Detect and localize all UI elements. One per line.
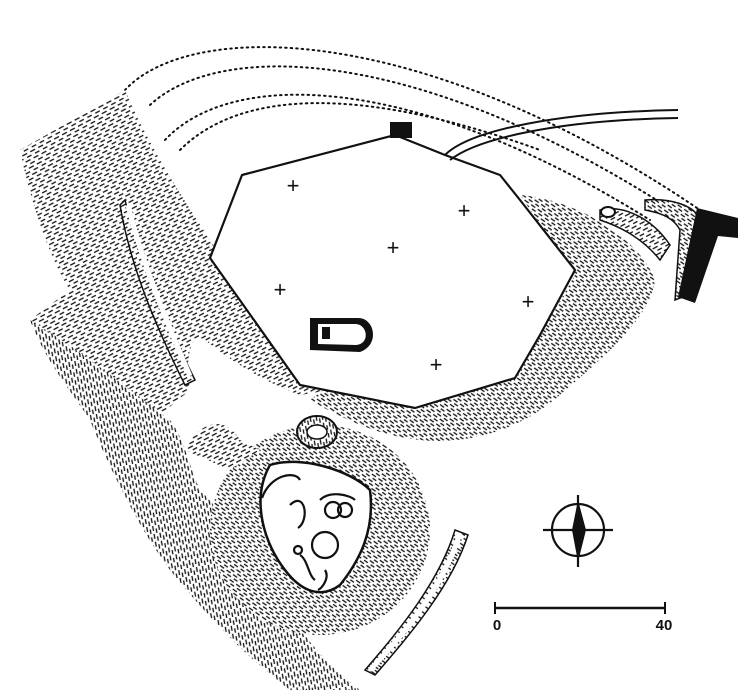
west-rampart-hachures — [20, 90, 330, 415]
grave-marker: + — [430, 352, 443, 377]
scale-end-label: 40 — [656, 617, 673, 634]
grave-marker: + — [387, 235, 400, 260]
dotted-outer-ramparts — [124, 46, 701, 221]
chapel-icon — [310, 318, 373, 352]
northeast-gateway — [599, 198, 738, 303]
grave-marker: + — [287, 173, 300, 198]
west-long-bank — [119, 198, 197, 387]
track — [444, 109, 679, 161]
southeast-long-bank — [363, 529, 469, 676]
north-arrow-icon — [543, 495, 613, 567]
scale-start-label: 0 — [493, 617, 501, 634]
mound-top — [259, 460, 373, 594]
grave-marker: + — [274, 277, 287, 302]
grave-markers: + + + + + + — [274, 173, 535, 377]
scale-bar: 0 40 — [493, 602, 673, 634]
north-gate — [390, 122, 412, 138]
grave-marker: + — [458, 198, 471, 223]
churchyard-enclosure — [208, 133, 577, 410]
small-mound — [296, 415, 338, 449]
grave-marker: + — [522, 289, 535, 314]
east-slope-hachures — [310, 195, 655, 441]
